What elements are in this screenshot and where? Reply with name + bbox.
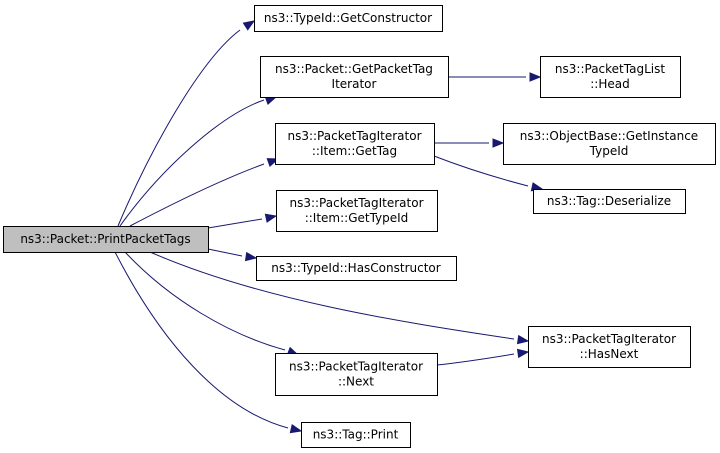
node-label: ns3::TypeId::GetConstructor [264, 11, 432, 25]
edge-line [207, 248, 243, 257]
node-typeid-hasconstructor[interactable]: ns3::TypeId::HasConstructor [256, 256, 457, 281]
node-label: ns3::Tag::Deserialize [547, 194, 671, 208]
node-box [540, 56, 681, 98]
node-label: ns3::PacketTagIterator [289, 196, 423, 210]
node-label: ns3::PacketTagIterator [287, 129, 421, 143]
edge-packet-getpackettagiterator-to-packettaglist-head [448, 72, 542, 82]
arrowhead-icon [244, 251, 258, 262]
edge-packettagiterator-next-to-packettagiterator-hasnext [436, 348, 530, 366]
node-box [275, 123, 435, 165]
node-box [256, 256, 457, 281]
arrowhead-icon [516, 348, 530, 359]
node-label: ::Next [338, 375, 374, 389]
node-label: ns3::Packet::PrintPacketTags [20, 232, 190, 246]
node-label: ns3::Packet::GetPacketTag [275, 62, 433, 76]
node-box [503, 123, 716, 165]
node-box [528, 326, 691, 368]
edge-line [114, 251, 289, 429]
arrowhead-icon [492, 138, 505, 148]
node-label: ::Item::GetTag [312, 144, 397, 158]
nodes-layer: ns3::Packet::PrintPacketTagsns3::TypeId:… [3, 5, 716, 448]
arrowhead-icon [529, 72, 542, 82]
edge-line [117, 29, 241, 227]
node-box [301, 422, 411, 448]
edge-root-to-tag-print [114, 251, 303, 434]
node-box [254, 5, 443, 32]
node-tag-print[interactable]: ns3::Tag::Print [301, 422, 411, 448]
node-label: Iterator [332, 77, 377, 91]
node-label: ns3::TypeId::HasConstructor [271, 261, 440, 275]
edge-root-to-item-gettag [129, 158, 280, 227]
edge-root-to-packet-getpackettagiterator [119, 96, 278, 227]
edge-root-to-item-gettypeid [207, 213, 278, 229]
node-label: ns3::PacketTagIterator [289, 360, 423, 374]
node-packettagiterator-hasnext[interactable]: ns3::PacketTagIterator::HasNext [528, 326, 691, 368]
edge-line [433, 155, 529, 187]
node-item-gettypeid[interactable]: ns3::PacketTagIterator::Item::GetTypeId [276, 190, 438, 232]
edge-root-to-typeid-hasconstructor [207, 248, 258, 262]
edge-root-to-typeid-getconstructor [117, 20, 256, 227]
edge-line [436, 353, 515, 366]
node-label: ns3::PacketTagIterator [542, 332, 676, 346]
arrowhead-icon [264, 213, 278, 223]
edge-line [149, 251, 515, 340]
node-tag-deserialize[interactable]: ns3::Tag::Deserialize [533, 189, 686, 214]
node-box [533, 189, 686, 214]
node-root[interactable]: ns3::Packet::PrintPacketTags [3, 226, 209, 253]
node-label: ns3::ObjectBase::GetInstance [520, 129, 698, 143]
edge-line [124, 251, 286, 351]
arrowhead-icon [516, 334, 530, 345]
node-packettaglist-head[interactable]: ns3::PacketTagList::Head [540, 56, 681, 98]
node-item-gettag[interactable]: ns3::PacketTagIterator::Item::GetTag [275, 123, 435, 165]
node-packettagiterator-next[interactable]: ns3::PacketTagIterator::Next [275, 353, 438, 396]
edge-line [119, 99, 265, 227]
node-box [275, 353, 438, 396]
node-label: ns3::PacketTagList [555, 62, 665, 76]
node-label: TypeId [589, 144, 629, 158]
arrowhead-icon [289, 424, 303, 434]
node-label: ::Item::GetTypeId [305, 211, 409, 225]
node-typeid-getconstructor[interactable]: ns3::TypeId::GetConstructor [254, 5, 443, 32]
node-box [3, 226, 209, 253]
edge-line [207, 218, 263, 229]
edge-root-to-packettagiterator-hasnext [149, 251, 530, 345]
edge-item-gettag-to-objectbase-getinstancetypeid [434, 138, 505, 148]
node-label: ns3::Tag::Print [313, 428, 399, 442]
arrowhead-icon [242, 20, 256, 31]
node-label: ::Head [590, 77, 629, 91]
node-box [260, 56, 449, 98]
edge-line [129, 163, 265, 227]
node-label: ::HasNext [580, 347, 639, 361]
node-box [276, 190, 438, 232]
